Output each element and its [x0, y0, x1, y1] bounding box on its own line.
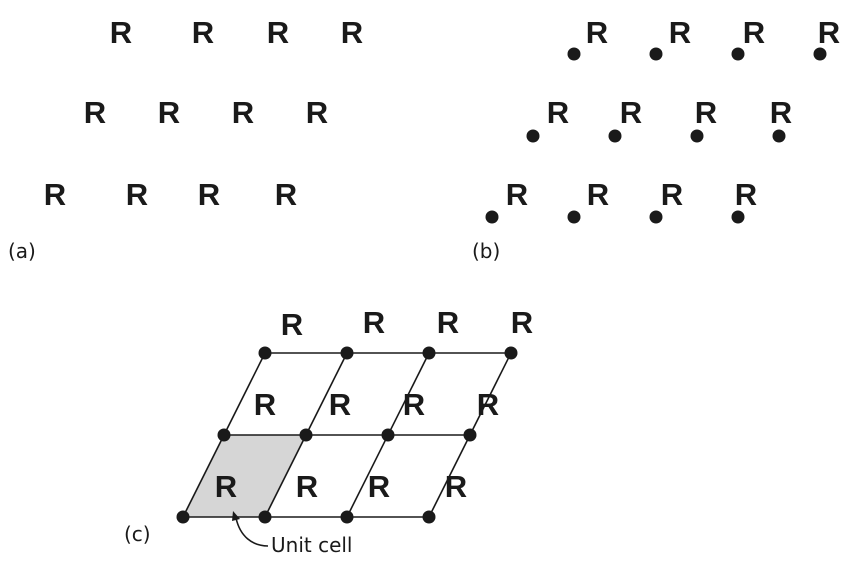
motif-r: R	[770, 95, 792, 130]
motif-r: R	[254, 387, 276, 422]
lattice-point	[340, 510, 354, 524]
motif-r: R	[743, 15, 765, 50]
motif-r: R	[587, 177, 609, 212]
motif-r: R	[198, 177, 220, 212]
lattice-point	[608, 129, 622, 143]
lattice-point	[258, 510, 272, 524]
motif-r: R	[669, 15, 691, 50]
motif-r: R	[547, 95, 569, 130]
unit-cell-arrow	[235, 517, 269, 547]
motif-r: R	[232, 95, 254, 130]
lattice-point	[422, 510, 436, 524]
motif-r: R	[126, 177, 148, 212]
motif-r: R	[695, 95, 717, 130]
lattice-point	[731, 210, 745, 224]
motif-r: R	[192, 15, 214, 50]
motif-r: R	[735, 177, 757, 212]
motif-r: R	[281, 307, 303, 342]
panel-a-label: (a)	[8, 239, 36, 263]
lattice-point	[422, 346, 436, 360]
motif-r: R	[44, 177, 66, 212]
unit-cell-arrowhead-icon	[232, 511, 240, 521]
motif-r: R	[84, 95, 106, 130]
lattice-point	[504, 346, 518, 360]
motif-r: R	[110, 15, 132, 50]
motif-r: R	[306, 95, 328, 130]
lattice-point	[299, 428, 313, 442]
lattice-point	[772, 129, 786, 143]
motif-r: R	[818, 15, 840, 50]
motif-r: R	[341, 15, 363, 50]
motif-r: R	[620, 95, 642, 130]
lattice-point	[463, 428, 477, 442]
motif-r: R	[477, 387, 499, 422]
motif-r: R	[586, 15, 608, 50]
motif-r: R	[506, 177, 528, 212]
lattice-point	[526, 129, 540, 143]
lattice-point	[567, 47, 581, 61]
motif-r: R	[661, 177, 683, 212]
motif-r: R	[267, 15, 289, 50]
lattice-point	[176, 510, 190, 524]
lattice-point	[381, 428, 395, 442]
motif-r: R	[445, 469, 467, 504]
unit-cell-shading	[183, 435, 306, 517]
lattice-point	[567, 210, 581, 224]
lattice-point	[485, 210, 499, 224]
panel-c-lattice: R R R R R R R R R R R R Unit cell	[176, 305, 533, 557]
motif-r: R	[215, 469, 237, 504]
lattice-points	[176, 346, 518, 524]
motif-r: R	[403, 387, 425, 422]
lattice-point	[731, 47, 745, 61]
unit-cell-label: Unit cell	[271, 533, 352, 557]
motif-r: R	[363, 305, 385, 340]
motif-r: R	[158, 95, 180, 130]
lattice-point	[649, 210, 663, 224]
panel-b-label: (b)	[472, 239, 500, 263]
lattice-point	[258, 346, 272, 360]
panel-b-motif-with-points: R R R R R R R R R R R R	[485, 15, 840, 224]
lattice-motifs: R R R R R R R R R R R R	[215, 305, 533, 504]
panel-c-label: (c)	[124, 522, 151, 546]
motif-r: R	[511, 305, 533, 340]
lattice-point	[690, 129, 704, 143]
motif-r: R	[296, 469, 318, 504]
lattice-point	[340, 346, 354, 360]
lattice-point	[649, 47, 663, 61]
lattice-point	[813, 47, 827, 61]
motif-r: R	[368, 469, 390, 504]
panel-a-motif-array: R R R R R R R R R R R R	[44, 15, 363, 212]
motif-r: R	[329, 387, 351, 422]
motif-r: R	[275, 177, 297, 212]
lattice-point	[217, 428, 231, 442]
motif-r: R	[437, 305, 459, 340]
